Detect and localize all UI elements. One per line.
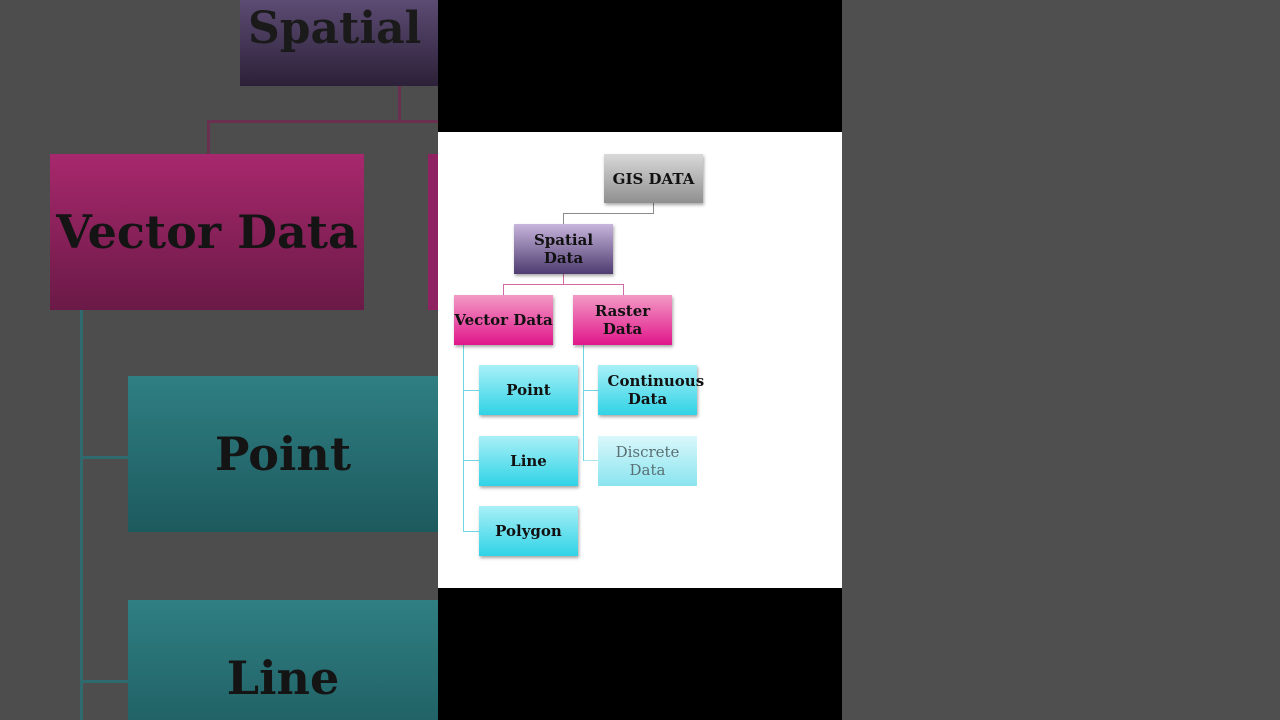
connector-spatial-horizontal	[503, 284, 624, 285]
bg-raster-node-edge	[428, 154, 438, 310]
connector-to-spatial	[563, 213, 564, 224]
node-spatial-data: Spatial Data	[514, 224, 613, 274]
connector-to-raster	[623, 284, 624, 295]
connector-to-vector	[503, 284, 504, 295]
node-gis-data: GIS DATA	[604, 154, 703, 203]
node-vector-data: Vector Data	[454, 295, 553, 345]
diagram-slide: GIS DATA Spatial Data Vector Data Raster…	[438, 132, 842, 588]
connector-spatial-down	[563, 274, 564, 284]
bg-spatial-node: Spatial	[240, 0, 438, 86]
node-point: Point	[479, 365, 578, 415]
bg-connector	[207, 120, 438, 123]
background-zoomed-diagram: Spatial Vector Data Point Line	[0, 0, 438, 720]
node-polygon: Polygon	[479, 506, 578, 556]
node-discrete-data: Discrete Data	[598, 436, 697, 486]
connector-raster-trunk	[583, 345, 584, 461]
connector-to-line	[463, 460, 479, 461]
bg-connector	[207, 120, 210, 156]
connector-vector-trunk	[463, 345, 464, 531]
connector-root-horizontal	[563, 213, 654, 214]
bg-connector	[80, 456, 128, 459]
background-right	[842, 0, 1280, 720]
connector-to-continuous	[583, 390, 599, 391]
bg-vector-node: Vector Data	[50, 154, 364, 310]
bg-line-node: Line	[128, 600, 438, 720]
node-continuous-data: Continuous Data	[598, 365, 704, 415]
connector-to-discrete	[583, 460, 599, 461]
connector-root-down	[653, 203, 654, 214]
connector-to-point	[463, 390, 479, 391]
connector-to-polygon	[463, 531, 479, 532]
node-line: Line	[479, 436, 578, 486]
bg-connector	[398, 86, 401, 122]
bg-connector	[80, 680, 128, 683]
bg-point-node: Point	[128, 376, 438, 532]
bg-connector	[80, 310, 83, 720]
node-raster-data: Raster Data	[573, 295, 672, 345]
